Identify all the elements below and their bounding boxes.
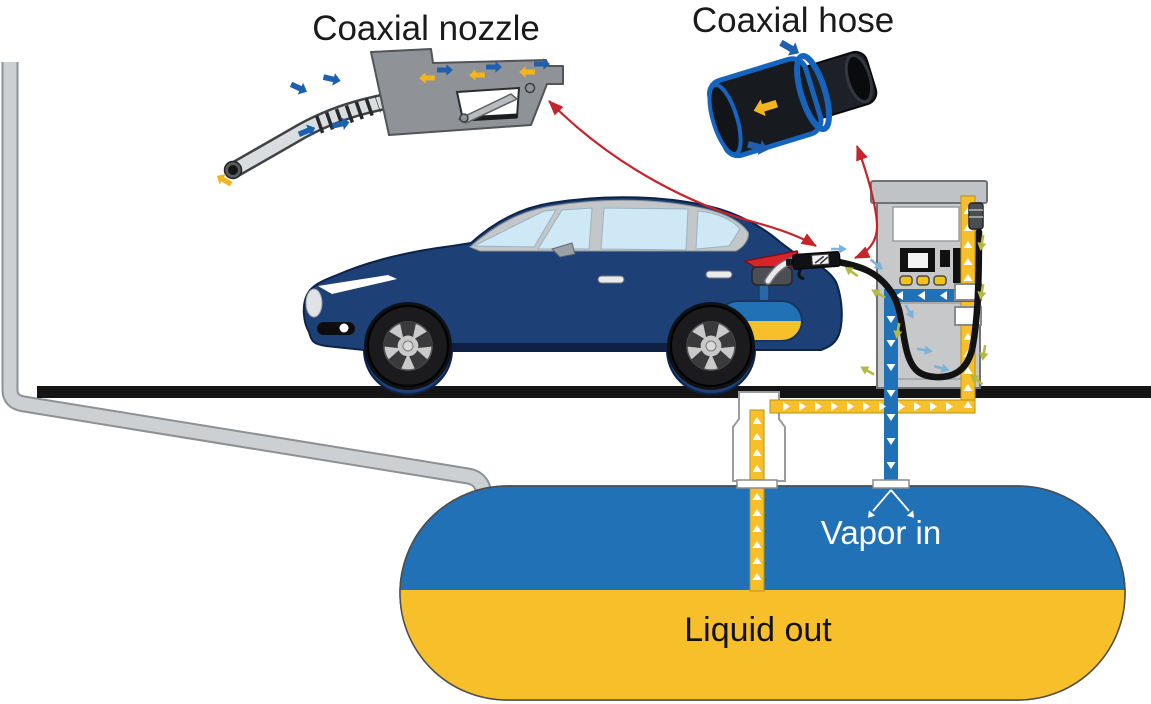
dispenser-hose-fitting bbox=[968, 202, 984, 230]
coaxial-nozzle-label: Coaxial nozzle bbox=[312, 9, 540, 48]
callout-arrows bbox=[548, 100, 879, 260]
nozzle-callout-arrow bbox=[548, 100, 817, 247]
vapor-spread-arrows bbox=[864, 489, 918, 521]
front-intake bbox=[317, 322, 355, 335]
car-illustration bbox=[302, 196, 843, 395]
front-wheel bbox=[364, 302, 452, 390]
dispenser-sign-panel bbox=[892, 206, 960, 242]
tank-flange bbox=[736, 479, 778, 489]
dispenser-hose bbox=[829, 228, 983, 381]
door-handles bbox=[597, 270, 733, 284]
ground-line bbox=[37, 386, 1151, 398]
card-reader-slot bbox=[940, 250, 950, 267]
coaxial-nozzle-illustration bbox=[213, 48, 564, 190]
vent-pipe bbox=[1, 62, 492, 492]
hood-highlight bbox=[318, 275, 397, 294]
liquid-supply-pipe bbox=[749, 399, 976, 592]
liquid-out-label: Liquid out bbox=[684, 611, 832, 649]
hose-inner-opening bbox=[844, 53, 874, 104]
tank-liquid bbox=[400, 590, 1125, 700]
keypad-buttons bbox=[899, 275, 947, 286]
refueling-nozzle bbox=[785, 250, 841, 281]
rear-wheel bbox=[667, 302, 755, 390]
underground-tank bbox=[399, 485, 1126, 701]
coaxial-hose-illustration bbox=[706, 36, 878, 159]
spout-ribs bbox=[315, 95, 381, 134]
tank-flange bbox=[872, 479, 910, 489]
car-rocker bbox=[452, 343, 668, 352]
vapor-in-label: Vapor in bbox=[820, 514, 942, 551]
nozzle-boot-slot bbox=[953, 248, 962, 283]
headlight bbox=[305, 288, 323, 318]
hose-callout-arrow bbox=[853, 144, 879, 260]
vapor-return-pipe bbox=[884, 289, 898, 483]
coaxial-hose-label: Coaxial hose bbox=[691, 1, 895, 40]
dispenser-display-screen bbox=[908, 253, 928, 268]
